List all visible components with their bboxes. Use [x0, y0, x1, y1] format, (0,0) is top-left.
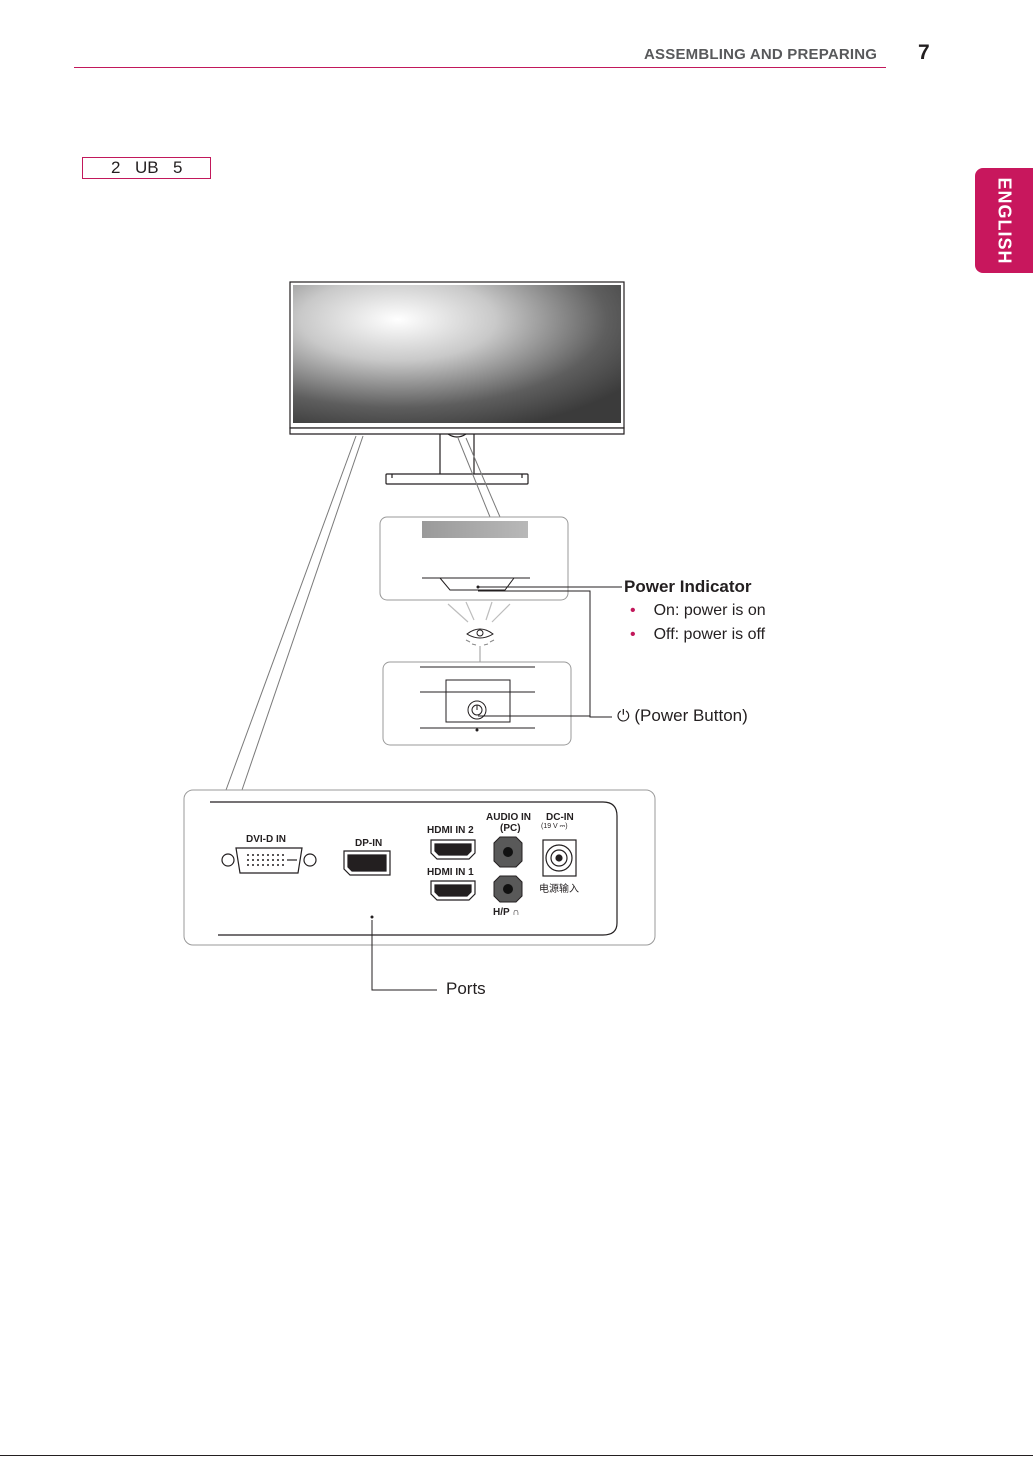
- ports-callout: Ports: [446, 979, 486, 999]
- hp-label: H/P ∩: [493, 907, 519, 918]
- dvi-label: DVI-D IN: [246, 834, 286, 845]
- headphone-port: [494, 876, 522, 902]
- dc-in-port: [543, 840, 576, 876]
- audio-in-sub-label: (PC): [500, 823, 521, 834]
- bullet-icon: •: [630, 602, 636, 619]
- monitor-front: [290, 282, 624, 484]
- dc-in-cn-label: 电源输入: [539, 880, 579, 895]
- list-item: •Off: power is off: [630, 626, 765, 644]
- hdmi2-label: HDMI IN 2: [427, 825, 474, 836]
- audio-in-label: AUDIO IN: [486, 812, 531, 823]
- dc-in-label: DC-IN: [546, 812, 574, 823]
- power-indicator-title: Power Indicator: [624, 577, 752, 597]
- list-item: •On: power is on: [630, 602, 766, 620]
- footer-rule: [0, 1455, 1033, 1456]
- power-icon: ⏻: [617, 706, 630, 725]
- power-indicator-zoom: [380, 517, 568, 600]
- hdmi1-label: HDMI IN 1: [427, 867, 474, 878]
- dp-label: DP-IN: [355, 838, 382, 849]
- power-button-zoom: [383, 662, 571, 745]
- audio-in-port: [494, 837, 522, 867]
- power-button-callout: ⏻ (Power Button): [617, 706, 748, 726]
- eye-icon: [466, 629, 494, 645]
- headphone-icon: ∩: [512, 907, 519, 918]
- bullet-icon: •: [630, 626, 636, 643]
- ports-panel: [184, 790, 655, 945]
- dc-in-rating: (19 V ⎓): [541, 823, 568, 831]
